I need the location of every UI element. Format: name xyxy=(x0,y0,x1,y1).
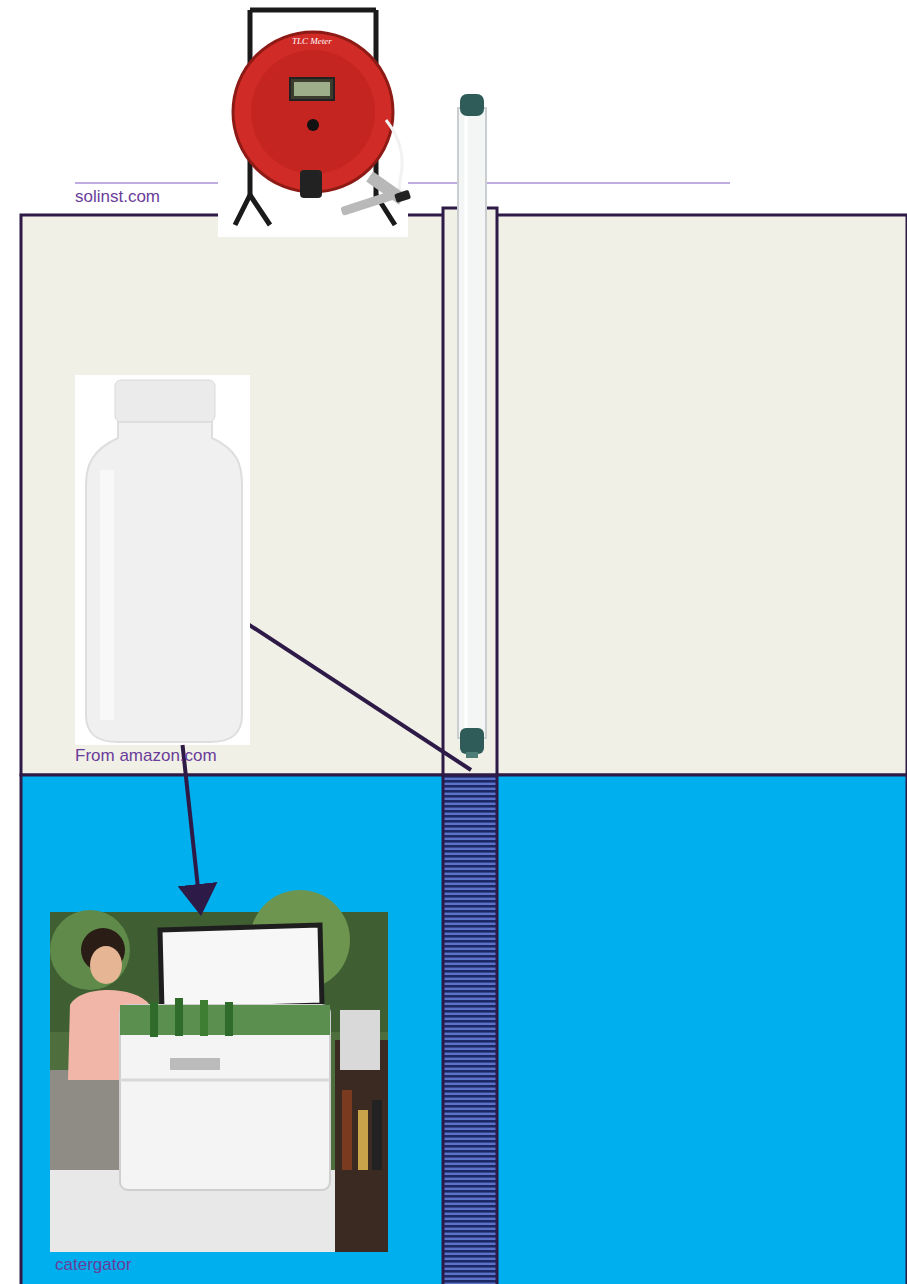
picture-node: catergator xyxy=(50,912,388,1252)
image-caption: From amazon.com xyxy=(75,746,217,766)
picture-node: From amazon.com xyxy=(75,375,250,745)
well-screen xyxy=(443,775,497,1284)
device-label: TLC Meter xyxy=(292,36,332,47)
bailer xyxy=(458,94,486,758)
picture-node: solinst.com xyxy=(218,0,408,237)
saturated-zone xyxy=(21,775,907,1284)
image-caption: solinst.com xyxy=(75,187,160,207)
image-caption: catergator xyxy=(55,1255,132,1275)
tlc-meter-photo xyxy=(218,0,411,237)
cooler-photo xyxy=(50,890,388,1252)
device-label: Solinst xyxy=(283,14,328,32)
transfer-arrow xyxy=(183,745,201,912)
sample-bottle-photo xyxy=(75,375,250,745)
